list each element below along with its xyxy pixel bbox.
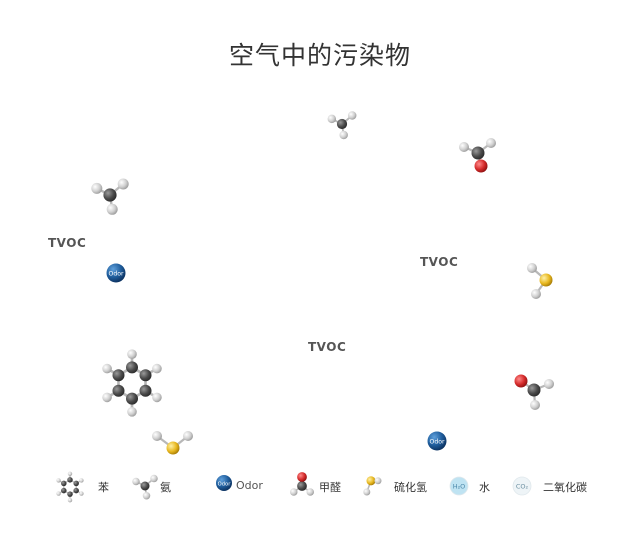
atom <box>374 477 382 485</box>
odor-ball <box>216 475 232 491</box>
benzene-icon <box>56 471 84 503</box>
ammonia-icon <box>132 474 158 500</box>
atom <box>527 263 537 273</box>
atom <box>290 488 298 496</box>
atom <box>67 491 73 497</box>
odor-ball <box>427 431 447 451</box>
atom <box>142 492 151 500</box>
atom <box>139 369 152 382</box>
atom <box>67 477 73 483</box>
atom <box>73 487 79 494</box>
badge-circle <box>449 476 469 496</box>
atom <box>61 487 67 494</box>
hydrogen-sulfide-icon <box>363 476 382 496</box>
atom <box>150 474 158 483</box>
atom <box>126 361 138 374</box>
atom <box>103 188 117 202</box>
atom <box>127 407 137 417</box>
odor-ball <box>106 263 126 283</box>
atom <box>471 146 485 160</box>
atom <box>132 477 140 486</box>
badge-text: CO₂ <box>516 483 529 491</box>
atom <box>363 488 371 496</box>
atom <box>79 491 84 496</box>
atom <box>102 363 112 374</box>
water-icon: H₂O <box>449 476 469 496</box>
atom <box>56 478 61 483</box>
hydrogen-sulfide-molecule <box>152 431 193 455</box>
tvoc-label: TVOC <box>308 340 347 354</box>
odor-icon: Odor <box>216 475 232 491</box>
atom <box>106 203 118 215</box>
badge-text: H₂O <box>453 483 466 491</box>
atom <box>73 480 79 487</box>
legend-label-water: 水 <box>479 481 490 494</box>
legend-label-odor: Odor <box>236 479 263 492</box>
atom <box>297 472 307 482</box>
atom <box>91 182 103 194</box>
atom <box>79 478 84 483</box>
atom <box>339 130 348 140</box>
atom <box>327 114 337 124</box>
atom <box>306 488 314 496</box>
atom <box>140 481 150 491</box>
atom <box>459 142 469 152</box>
atom <box>139 384 152 397</box>
atom <box>514 374 528 388</box>
badge-circle <box>512 476 532 496</box>
atom <box>67 498 73 503</box>
atom <box>61 480 67 487</box>
atom <box>152 363 162 374</box>
tvoc-label: TVOC <box>48 236 87 250</box>
atom <box>539 273 553 287</box>
legend-label-carbon-dioxide: 二氧化碳 <box>543 481 587 494</box>
atom <box>152 431 162 441</box>
odor-ball-label: Odor <box>108 271 124 278</box>
atom <box>166 441 180 455</box>
atom <box>112 384 125 397</box>
legend-label-ammonia: 氨 <box>160 481 171 494</box>
atom <box>527 383 541 397</box>
atom <box>474 159 488 173</box>
atom <box>366 476 376 486</box>
atom <box>67 471 73 476</box>
atom <box>56 491 61 496</box>
formaldehyde-icon <box>290 472 314 496</box>
odor-ball-label: Odor <box>429 439 445 446</box>
formaldehyde-molecule <box>459 138 496 173</box>
benzene-molecule <box>102 349 162 417</box>
atom <box>347 111 357 120</box>
atom <box>530 400 540 410</box>
tvoc-label: TVOC <box>420 255 459 269</box>
atom <box>531 289 541 299</box>
legend-label-hydrogen-sulfide: 硫化氢 <box>394 481 427 494</box>
atom <box>117 178 129 190</box>
atom <box>126 392 138 405</box>
atom <box>297 481 307 491</box>
formaldehyde-molecule <box>514 374 554 410</box>
carbon-dioxide-icon: CO₂ <box>512 476 532 496</box>
odor-molecule: Odor <box>106 263 126 283</box>
page-title: 空气中的污染物 <box>228 41 411 70</box>
atom <box>336 118 348 130</box>
atom <box>102 392 112 403</box>
hydrogen-sulfide-molecule <box>527 263 553 299</box>
ammonia-molecule <box>91 178 129 215</box>
atom <box>486 138 496 148</box>
atom <box>544 379 554 389</box>
odor-molecule: Odor <box>427 431 447 451</box>
atom <box>183 431 193 441</box>
ammonia-molecule <box>327 111 357 140</box>
odor-ball-label: Odor <box>218 482 232 488</box>
atom <box>127 349 137 360</box>
atom <box>152 392 162 403</box>
legend-label-formaldehyde: 甲醛 <box>319 481 341 494</box>
atom <box>112 369 125 382</box>
legend-label-benzene: 苯 <box>98 481 109 494</box>
